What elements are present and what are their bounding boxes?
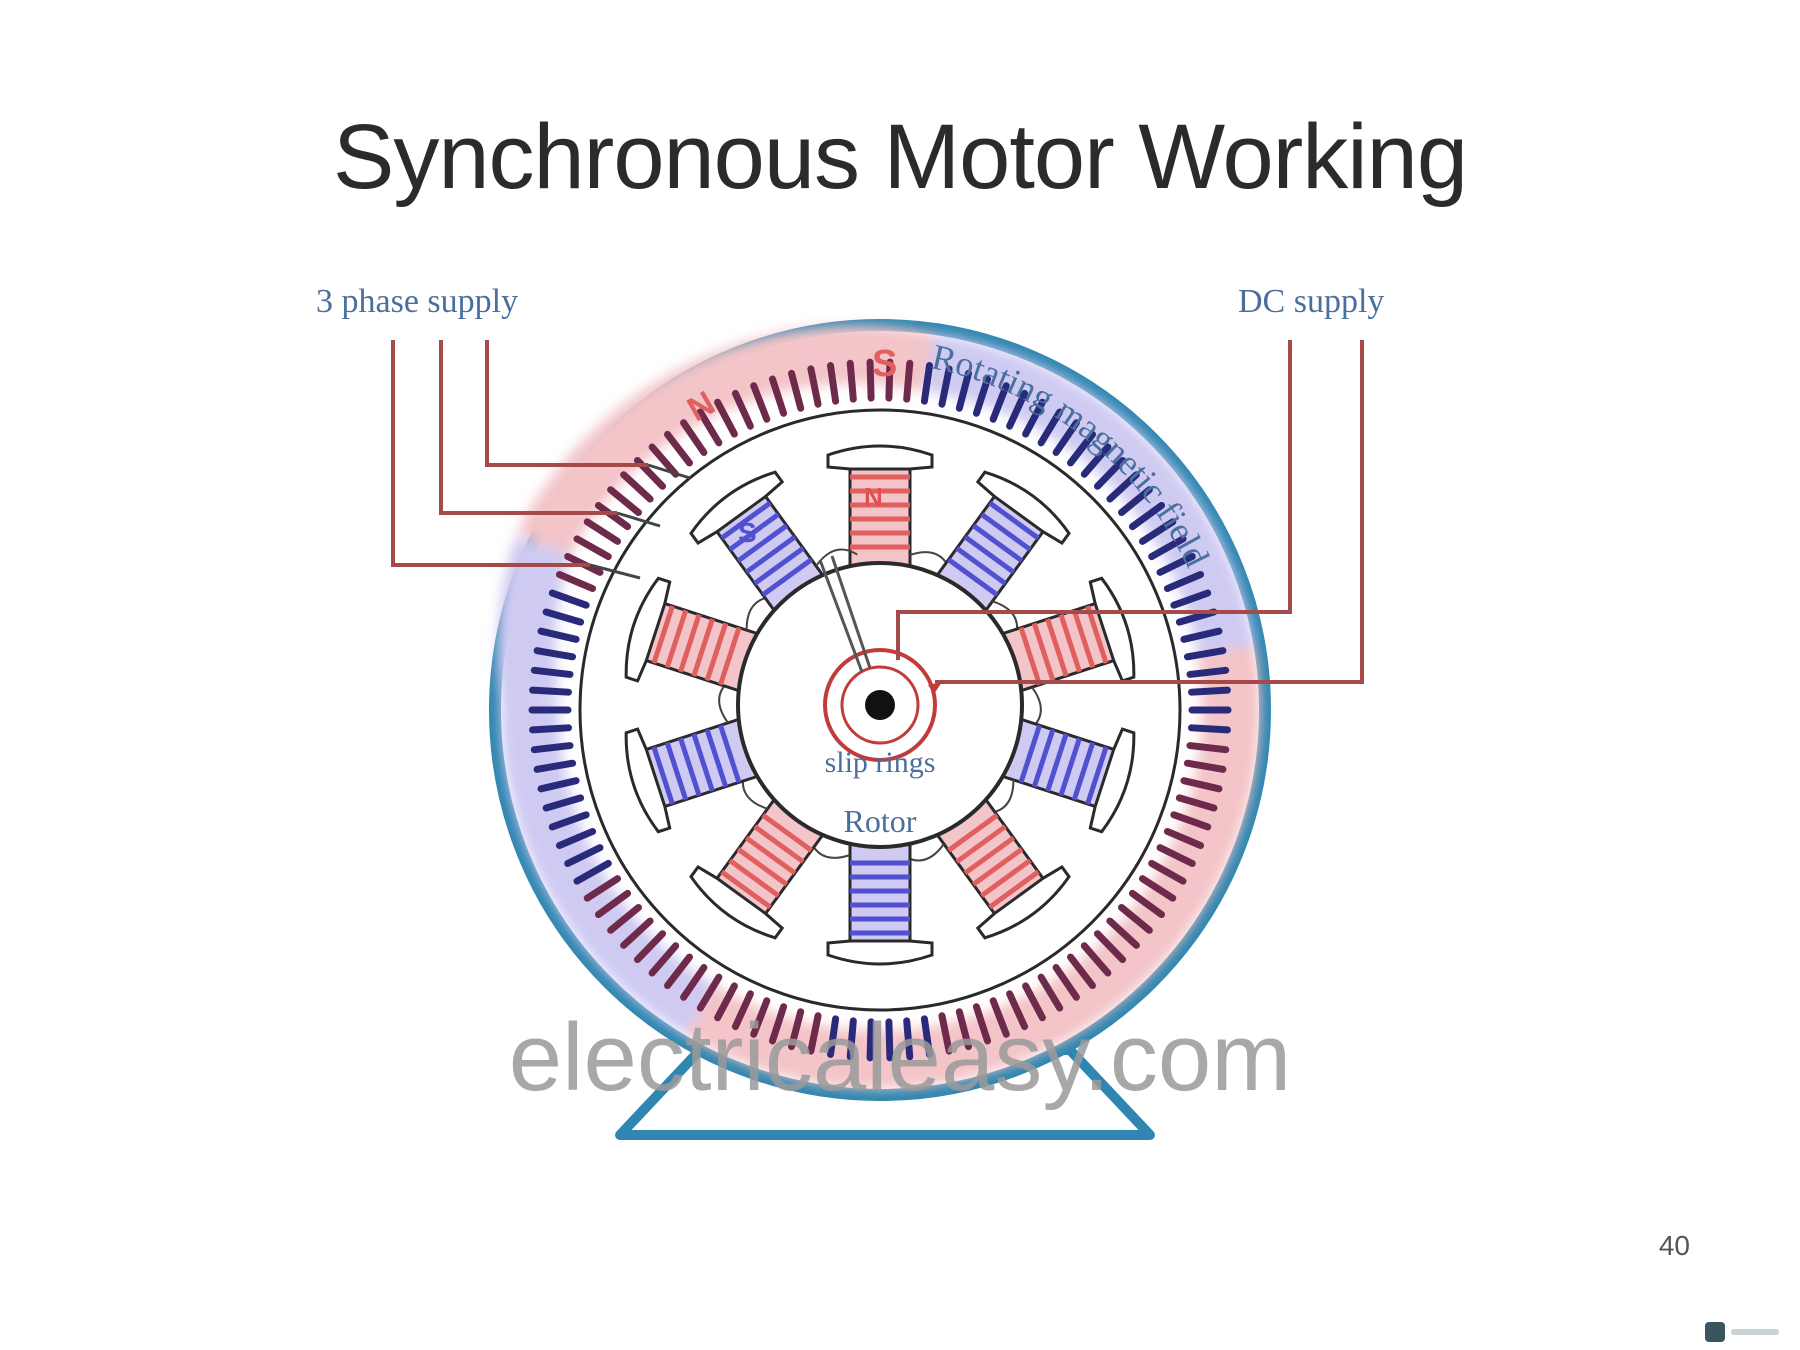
- rotor-label: Rotor: [844, 803, 917, 839]
- stator-slot: [907, 363, 910, 399]
- stator-slot: [850, 363, 853, 399]
- logo-icon: [1705, 1322, 1725, 1342]
- stator-slot: [534, 746, 570, 750]
- three-phase-supply-label: 3 phase supply: [316, 283, 518, 320]
- stator-slot: [1190, 746, 1226, 750]
- shaft: [865, 690, 895, 720]
- stator-slot: [534, 670, 570, 674]
- page-number: 40: [1620, 1230, 1690, 1262]
- watermark: electricaleasy.com: [509, 1004, 1291, 1111]
- stator-slot: [1191, 690, 1227, 692]
- stator-slot: [1191, 728, 1227, 730]
- stator-slot: [870, 362, 871, 398]
- stator-slot: [1190, 670, 1226, 674]
- corner-logo: [1705, 1320, 1785, 1344]
- stator-slot: [533, 690, 569, 692]
- stator-pole-s-label: S: [872, 343, 897, 385]
- stator-slot: [533, 728, 569, 730]
- slip-rings-label: slip rings: [825, 746, 936, 779]
- rotor-pole-s-label: S: [738, 517, 757, 548]
- rotor-pole-n-label: N: [864, 482, 883, 512]
- dc-supply-label: DC supply: [1238, 283, 1384, 320]
